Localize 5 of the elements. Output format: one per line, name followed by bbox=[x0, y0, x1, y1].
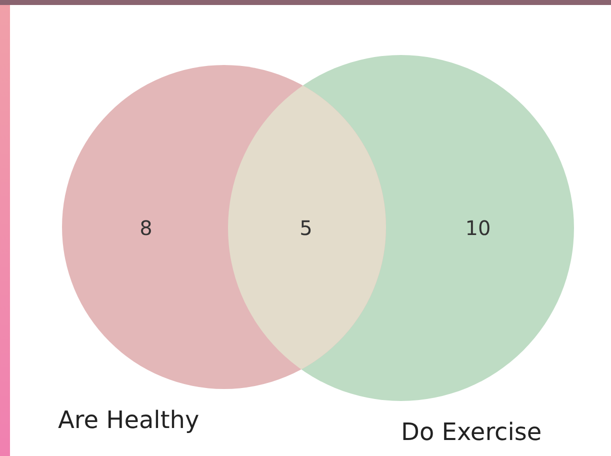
region-count: 5 bbox=[300, 216, 312, 240]
region-count: 10 bbox=[465, 216, 491, 240]
region-count: 8 bbox=[140, 216, 152, 240]
set-label: Are Healthy bbox=[58, 406, 200, 434]
set-label: Do Exercise bbox=[401, 418, 542, 446]
